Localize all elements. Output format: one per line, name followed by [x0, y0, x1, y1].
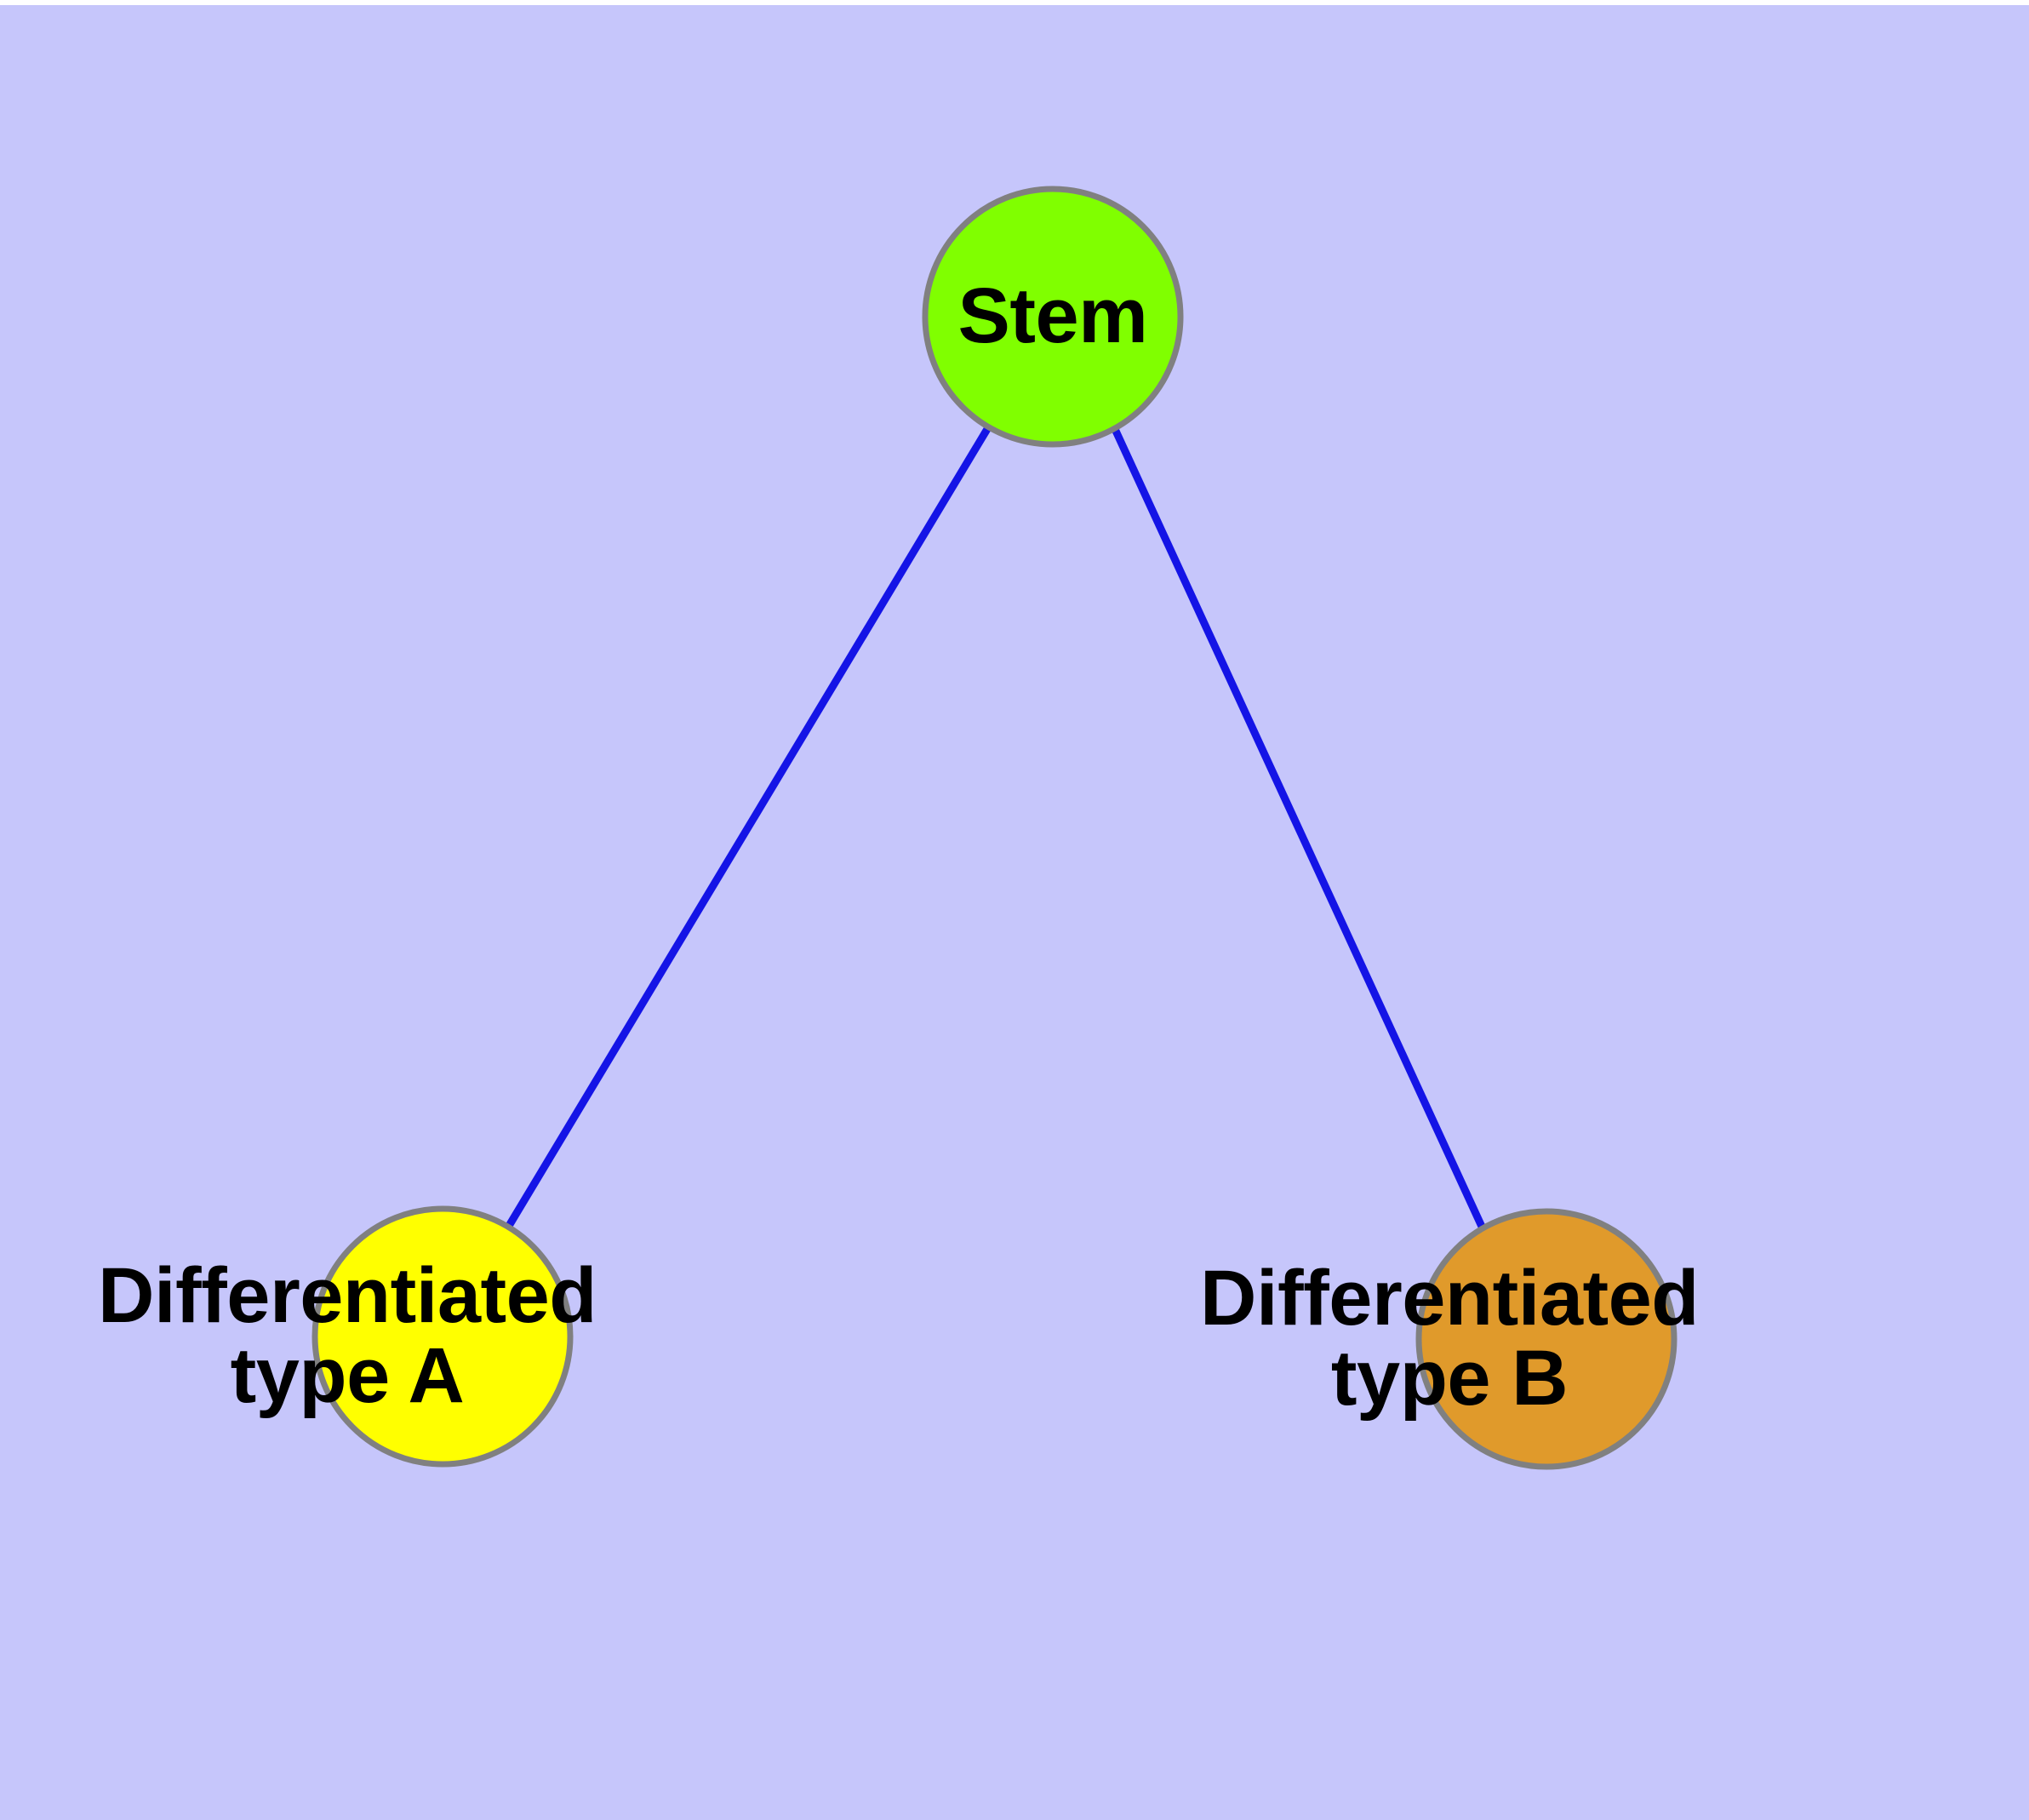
nodes-layer	[311, 186, 1677, 1470]
edges-layer	[506, 426, 1487, 1230]
graph-edge	[1111, 427, 1487, 1230]
graph-node-diff_b[interactable]	[1415, 1208, 1677, 1470]
graph-edge	[506, 426, 991, 1228]
graph-node-stem[interactable]	[922, 186, 1184, 448]
graph-node-diff_a[interactable]	[311, 1205, 574, 1468]
